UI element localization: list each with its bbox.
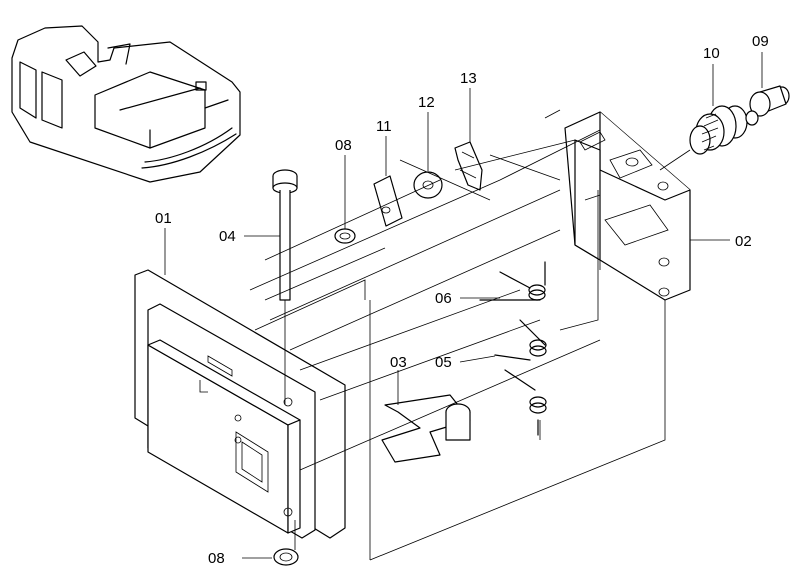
leader-lines — [164, 52, 763, 559]
callout-08-upper: 08 — [335, 137, 352, 154]
threaded-seat-part — [689, 105, 748, 155]
bracket-part — [564, 111, 691, 301]
callout-01: 01 — [155, 210, 172, 227]
clip-part — [454, 141, 483, 191]
callout-03: 03 — [390, 354, 407, 371]
callout-09: 09 — [752, 33, 769, 50]
washer-part — [413, 171, 443, 199]
latch-plate-part — [373, 175, 403, 227]
excavator-locator-icon — [11, 25, 241, 183]
spring-05-part — [494, 319, 547, 436]
callout-02: 02 — [735, 233, 752, 250]
assembly-guide-lines — [249, 109, 691, 561]
snap-ring-upper-part — [334, 228, 356, 244]
snap-ring-lower-part — [273, 548, 299, 566]
pin-part — [745, 85, 790, 126]
callout-08-lower: 08 — [208, 550, 225, 567]
cover-box-part — [147, 339, 301, 534]
callout-04: 04 — [219, 228, 236, 245]
callout-06: 06 — [435, 290, 452, 307]
callout-10: 10 — [703, 45, 720, 62]
spring-06-part — [479, 261, 546, 301]
lever-part — [381, 394, 471, 463]
callout-05: 05 — [435, 354, 452, 371]
callout-13: 13 — [460, 70, 477, 87]
bolt-part — [272, 169, 298, 301]
callout-11: 11 — [376, 118, 392, 135]
callout-12: 12 — [418, 94, 435, 111]
